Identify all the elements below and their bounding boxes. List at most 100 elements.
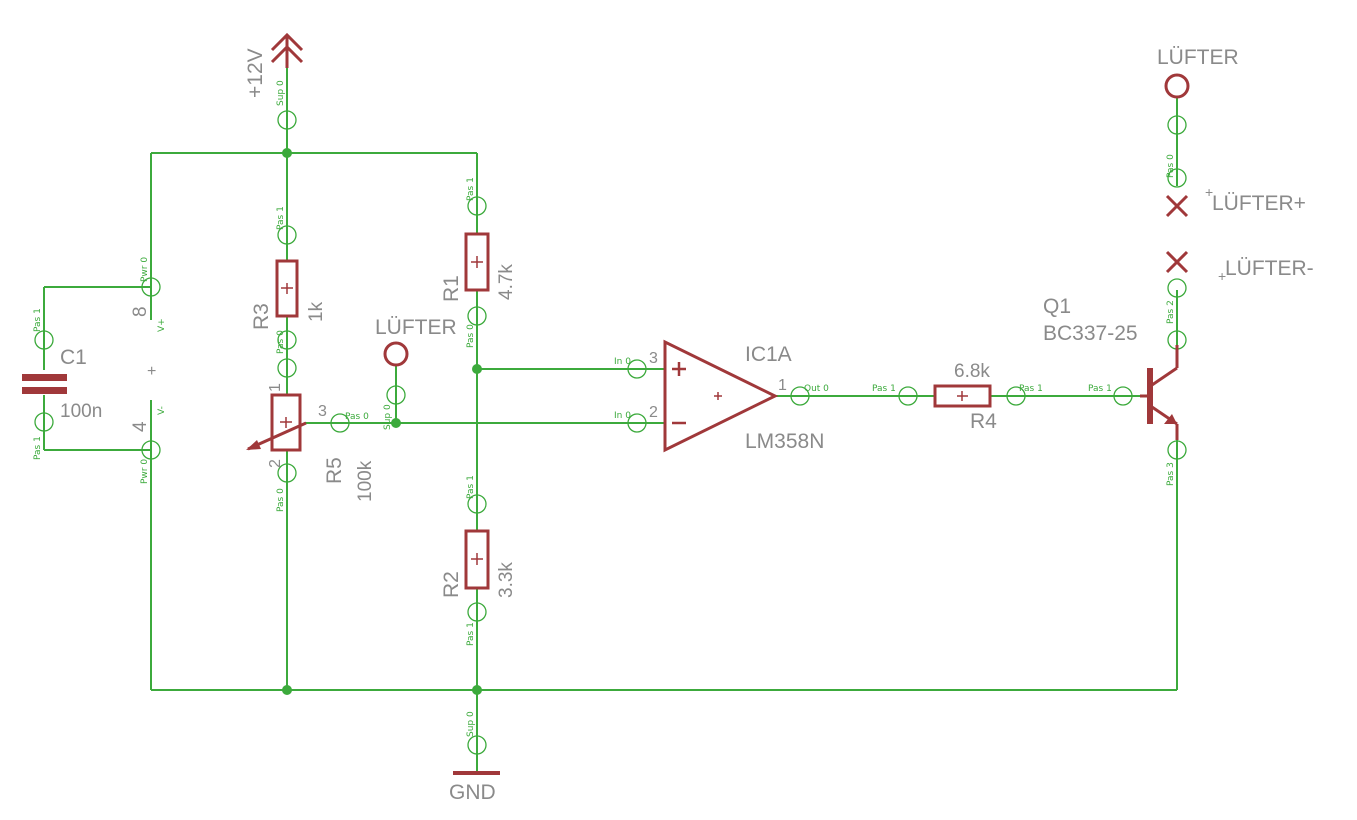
ic1-value: LM358N [745, 430, 824, 453]
pin-tag: Pas 1 [466, 177, 476, 201]
pin-tag: Out 0 [804, 384, 829, 394]
pin-tag: V+ [157, 318, 167, 332]
pin-marker [34, 412, 54, 432]
r1-value: 4.7k [496, 264, 517, 300]
fan-plus-marker [1165, 194, 1189, 218]
pin-marker [1167, 440, 1187, 460]
origin-cross: + [1218, 268, 1226, 284]
pin-number: 1 [778, 377, 787, 394]
pin-marker [1006, 386, 1026, 406]
pin-tag: Sup 0 [466, 711, 476, 737]
junctions [282, 148, 482, 695]
pin-marker [277, 110, 297, 130]
pin-marker [467, 196, 487, 216]
potentiometer-r5 [246, 393, 307, 452]
fan-terminal-mid [383, 341, 409, 367]
pin-number: 1 [267, 383, 284, 392]
pin-number: 8 [130, 306, 151, 317]
pin-tag: Pas 0 [466, 324, 476, 348]
pin-tag: Pwr 0 [140, 459, 150, 484]
pin-marker [34, 330, 54, 350]
pin-marker [898, 386, 918, 406]
pin-tag: Pas 1 [466, 622, 476, 646]
pin-marker [1113, 386, 1133, 406]
pin-marker [330, 413, 350, 433]
junction-gnd-left [282, 685, 292, 695]
q1-value: BC337-25 [1043, 322, 1138, 345]
vcc-label: +12V [244, 48, 267, 98]
pin-tag: Pas 1 [466, 475, 476, 499]
pin-marker [1167, 278, 1187, 298]
pin-number: 2 [267, 459, 284, 468]
pin-tag: Pas 1 [1088, 384, 1112, 394]
gnd-label: GND [449, 781, 496, 804]
fan-top-label: LÜFTER [1157, 46, 1239, 69]
pin-marker [467, 494, 487, 514]
pin-marker [1167, 168, 1187, 188]
pin-tag: Pas 2 [1166, 300, 1176, 324]
pin-tag: V- [157, 406, 167, 415]
origin-cross: + [1205, 184, 1213, 200]
pin-tag: Pas 1 [33, 436, 43, 460]
pin-marker [277, 330, 297, 350]
pin-tag: Pas 0 [1166, 154, 1176, 178]
pin-tag: Pas 0 [276, 330, 286, 354]
fan-mid-label: LÜFTER [375, 316, 457, 339]
r4-name: R4 [970, 410, 997, 433]
fan-plus-label: LÜFTER+ [1212, 192, 1306, 215]
ic-power-plus: + [147, 363, 156, 380]
pin-marker [277, 225, 297, 245]
pin-tag: Pas 1 [33, 308, 43, 332]
junction-gnd-right [472, 685, 482, 695]
pin-number: 4 [130, 421, 151, 432]
junction-wiper [391, 418, 401, 428]
vcc-symbol [270, 32, 304, 68]
fan-minus-marker [1165, 250, 1189, 274]
pin-marker [277, 463, 297, 483]
junction-vcc [282, 148, 292, 158]
c1-name: C1 [60, 346, 87, 369]
pin-tag: Pas 3 [1166, 462, 1176, 486]
q1-name: Q1 [1043, 295, 1071, 318]
pin-tag: Pas 1 [276, 206, 286, 230]
pin-tag: Pas 0 [345, 412, 369, 422]
junction-divider [472, 364, 482, 374]
pin-marker [277, 358, 297, 378]
resistor-r4 [933, 384, 992, 408]
r3-name: R3 [250, 303, 273, 330]
pin-tag: Pas 1 [872, 384, 896, 394]
transistor-q1 [1140, 345, 1179, 440]
fan-terminal-top [1164, 73, 1190, 99]
pin-marker [467, 602, 487, 622]
ic1-name: IC1A [745, 343, 792, 366]
fan-minus-label: LÜFTER- [1225, 257, 1314, 280]
pin-tag: Sup 0 [276, 80, 286, 106]
pin-marker [467, 735, 487, 755]
pin-marker [627, 359, 647, 379]
pin-number: 3 [649, 350, 658, 367]
pin-number: 3 [318, 403, 327, 420]
pin-marker [627, 413, 647, 433]
r1-name: R1 [440, 275, 463, 302]
c1-value: 100n [60, 401, 102, 422]
r4-value: 6.8k [954, 361, 990, 382]
opamp-ic1a [663, 339, 779, 453]
resistor-r3 [275, 259, 299, 318]
wires [43, 50, 1178, 772]
r2-value: 3.3k [496, 562, 517, 598]
pin-marker [790, 386, 810, 406]
pin-tag: Sup 0 [383, 404, 393, 430]
r5-name: R5 [323, 457, 346, 484]
pin-marker [467, 306, 487, 326]
pin-marker [141, 277, 161, 297]
pin-number: 2 [649, 404, 658, 421]
r3-value: 1k [306, 301, 327, 322]
pin-tag: Pwr 0 [140, 257, 150, 282]
resistor-r1 [464, 232, 490, 292]
pin-tag: In 0 [614, 357, 631, 367]
pin-marker [1167, 115, 1187, 135]
pin-marker [386, 385, 406, 405]
resistor-r2 [464, 529, 490, 590]
pin-markers [34, 110, 1187, 755]
